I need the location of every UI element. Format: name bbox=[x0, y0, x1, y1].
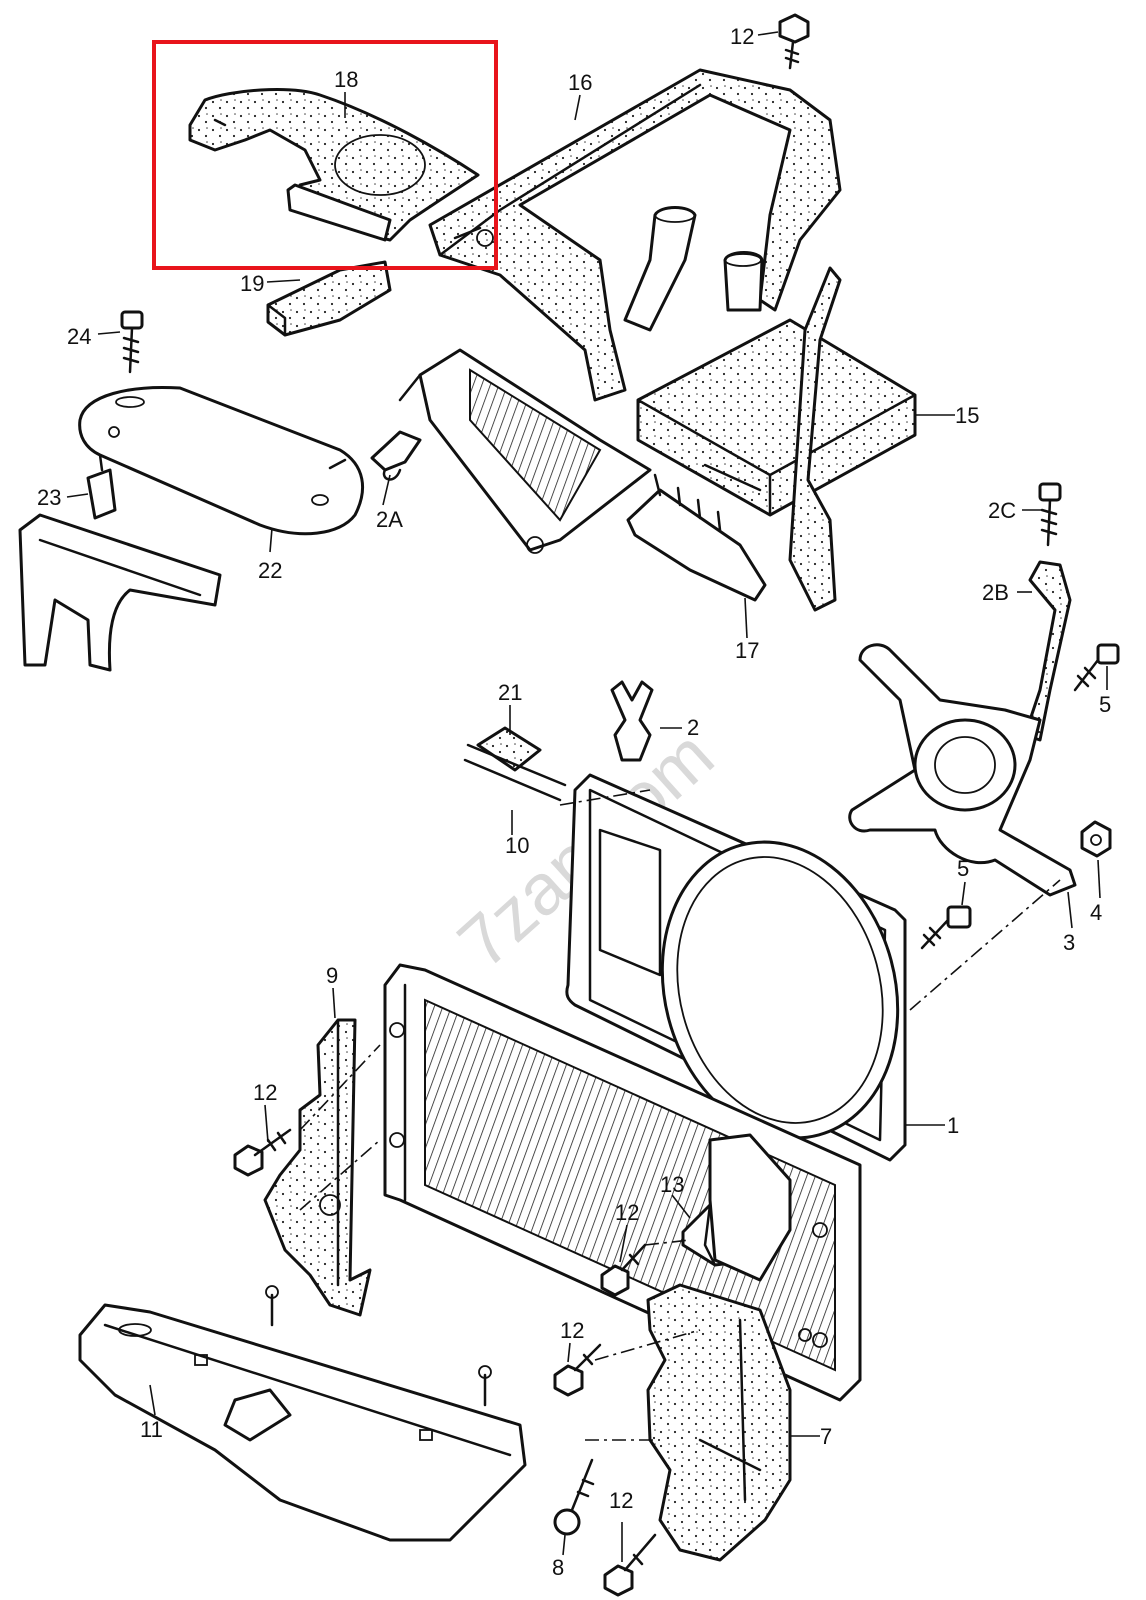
part-22-cover-panel[interactable] bbox=[78, 386, 365, 536]
part-12-screw-lower-b[interactable] bbox=[603, 1533, 657, 1597]
part-12-screw-mid[interactable] bbox=[600, 1243, 647, 1297]
callout-12-lower-b[interactable]: 12 bbox=[609, 1488, 633, 1513]
callout-1[interactable]: 1 bbox=[947, 1113, 959, 1138]
part-17-retainer[interactable] bbox=[626, 473, 767, 602]
callout-5-upper[interactable]: 5 bbox=[1099, 692, 1111, 717]
callout-19[interactable]: 19 bbox=[240, 271, 264, 296]
callout-13[interactable]: 8 bbox=[552, 1555, 564, 1580]
part-13-screw[interactable] bbox=[553, 1458, 595, 1536]
callout-7[interactable]: 7 bbox=[820, 1424, 832, 1449]
part-1-fan-shroud[interactable] bbox=[565, 773, 930, 1165]
part-9-seal-strip[interactable] bbox=[463, 743, 567, 802]
fan-ring-and-arms[interactable] bbox=[848, 643, 1077, 897]
callout-18[interactable]: 18 bbox=[334, 67, 358, 92]
callout-2C[interactable]: 2C bbox=[988, 498, 1016, 523]
callout-labels: 18 16 12 19 24 23 22 2A 15 17 2C 2B 5 21… bbox=[37, 24, 1111, 1580]
part-12-screw-left[interactable] bbox=[233, 1128, 292, 1177]
callout-17[interactable]: 17 bbox=[735, 638, 759, 663]
part-21-strip[interactable] bbox=[476, 726, 542, 772]
heater-core[interactable] bbox=[398, 348, 652, 554]
part-24-screw[interactable] bbox=[120, 310, 144, 374]
callout-24[interactable]: 24 bbox=[67, 324, 91, 349]
callout-12-top[interactable]: 12 bbox=[730, 24, 754, 49]
callout-9[interactable]: 10 bbox=[505, 833, 529, 858]
callout-15[interactable]: 15 bbox=[955, 403, 979, 428]
part-2A-clip[interactable] bbox=[370, 430, 422, 481]
part-2C-screw[interactable] bbox=[1038, 482, 1062, 547]
part-4-nut[interactable] bbox=[1080, 820, 1112, 858]
part-7-seal[interactable] bbox=[646, 1133, 792, 1562]
callout-2B[interactable]: 2B bbox=[982, 580, 1009, 605]
side-seal-strip[interactable] bbox=[788, 266, 842, 612]
callout-12-mid[interactable]: 12 bbox=[615, 1200, 639, 1225]
part-8-side-seal[interactable] bbox=[263, 1018, 372, 1317]
panel-screws bbox=[265, 1285, 492, 1407]
body-panel-fragment bbox=[18, 513, 222, 672]
callout-4[interactable]: 4 bbox=[1090, 900, 1102, 925]
callout-2A[interactable]: 2A bbox=[376, 507, 403, 532]
callout-22[interactable]: 22 bbox=[258, 558, 282, 583]
callout-5-lower[interactable]: 5 bbox=[957, 856, 969, 881]
part-12-screw-top[interactable] bbox=[778, 13, 810, 70]
callout-11[interactable]: 13 bbox=[660, 1172, 684, 1197]
callout-23[interactable]: 23 bbox=[37, 485, 61, 510]
highlight-box-part-18[interactable] bbox=[152, 40, 498, 270]
coolant-pipe-stubs bbox=[623, 206, 764, 332]
part-23-clip[interactable] bbox=[86, 453, 117, 520]
part-2-clip[interactable] bbox=[610, 680, 654, 762]
part-5-screw-lower[interactable] bbox=[920, 905, 972, 950]
part-15-foam-block[interactable] bbox=[636, 318, 917, 517]
callout-16[interactable]: 16 bbox=[568, 70, 592, 95]
radiator[interactable] bbox=[383, 963, 862, 1402]
part-10-lower-panel[interactable] bbox=[78, 1303, 527, 1542]
part-18-air-guide[interactable] bbox=[188, 88, 480, 242]
callout-10[interactable]: 11 bbox=[140, 1417, 163, 1442]
callout-2[interactable]: 2 bbox=[687, 715, 699, 740]
part-5-screw-upper[interactable] bbox=[1073, 643, 1120, 692]
leader-lines bbox=[66, 31, 1108, 1562]
part-19-duct-piece[interactable] bbox=[266, 260, 392, 337]
part-16-air-duct[interactable] bbox=[428, 68, 842, 402]
part-12-screw-lower-a[interactable] bbox=[553, 1343, 602, 1397]
part-2B-bracket[interactable] bbox=[1023, 560, 1072, 742]
callout-12-left[interactable]: 12 bbox=[253, 1080, 277, 1105]
callout-21[interactable]: 21 bbox=[498, 680, 522, 705]
callout-8[interactable]: 9 bbox=[326, 963, 338, 988]
callout-12-lower-a[interactable]: 12 bbox=[560, 1318, 584, 1343]
callout-3[interactable]: 3 bbox=[1063, 930, 1075, 955]
